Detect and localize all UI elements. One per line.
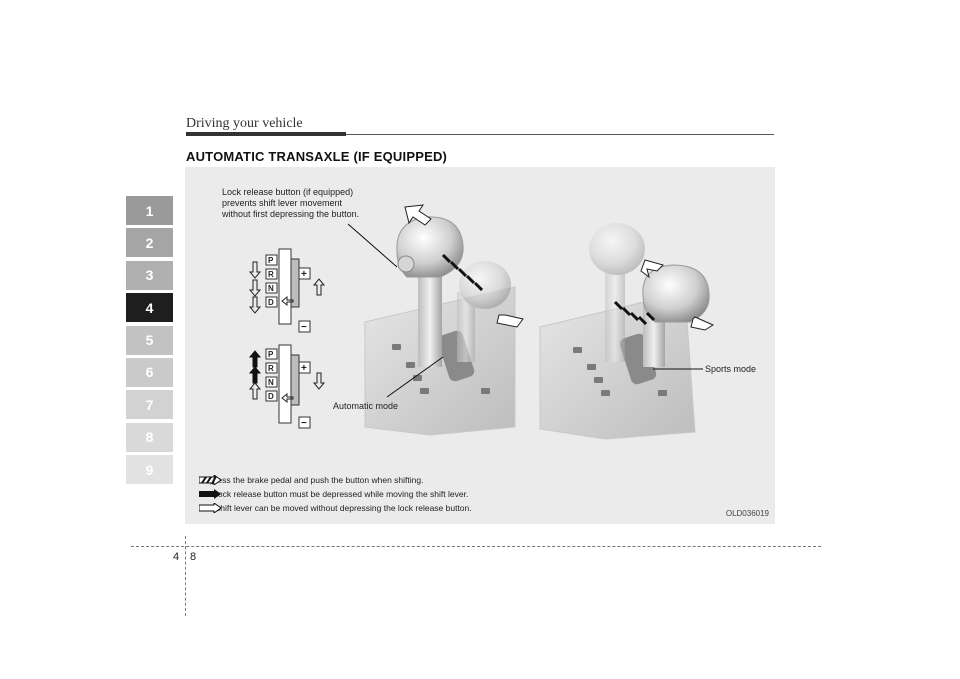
page-number: 8 (190, 551, 197, 563)
plus-sign: + (301, 269, 307, 280)
chapter-tab[interactable]: 5 (126, 325, 173, 355)
arrow-down-icon (312, 372, 326, 390)
arrow-up-solid-icon (248, 350, 262, 368)
lock-release-label: Lock release button (if equipped) preven… (222, 187, 360, 219)
chapter-tab-number: 3 (145, 267, 154, 284)
automatic-callout-line (386, 356, 444, 398)
arrow-up-solid-icon (248, 366, 262, 384)
arrow-up-left (404, 204, 432, 226)
gear-labels-upper: P R N D (265, 254, 278, 308)
chapter-tab[interactable]: 1 (126, 196, 173, 225)
chapter-tab-number: 8 (145, 429, 154, 446)
shift-lever-right (642, 264, 710, 367)
chapter-tab-number: 9 (145, 461, 154, 478)
arrow-left-icon (281, 392, 294, 404)
minus-sign: − (301, 418, 307, 429)
push-indicator-left (441, 253, 484, 292)
hatched-arrow-icon (199, 475, 221, 485)
chapter-tabs: 1 2 3 4 5 6 7 8 9 (126, 196, 174, 488)
arrow-down-icon (248, 261, 262, 279)
shift-pattern-lower: P R N D + − (248, 344, 326, 429)
shift-pattern-upper: P R N D + − (248, 248, 326, 333)
arrow-down-icon (248, 279, 262, 297)
shift-lever-left (396, 216, 464, 367)
chapter-tab-active[interactable]: 4 (126, 293, 173, 323)
arrow-up-icon (312, 278, 326, 296)
arrow-down-right (690, 316, 715, 331)
svg-text:P: P (268, 350, 274, 359)
header-rule-accent (186, 132, 346, 136)
footer-rule (131, 546, 821, 547)
svg-text:D: D (268, 392, 274, 401)
arrow-left-icon (281, 295, 294, 307)
chapter-tab-number: 7 (145, 396, 154, 413)
gear-labels-lower: P R N D (265, 348, 278, 402)
solid-arrow-icon (199, 489, 221, 499)
arrow-up-icon (248, 382, 262, 400)
arrow-down-icon (248, 296, 262, 314)
lock-release-button (397, 255, 415, 273)
legend-row-solid: The lock release button must be depresse… (199, 489, 469, 499)
ghost-lever-left (457, 261, 511, 362)
chapter-tab[interactable]: 9 (126, 455, 173, 485)
chapter-tab-number: 4 (145, 299, 154, 316)
sports-mode-label: Sports mode (705, 364, 757, 374)
plus-sign: + (301, 363, 307, 374)
svg-text:R: R (268, 364, 274, 373)
chapter-tab[interactable]: 7 (126, 390, 173, 420)
svg-text:N: N (268, 378, 274, 387)
shift-lever-figure: P R N D + − P R N D (185, 167, 775, 524)
automatic-mode-label: Automatic mode (333, 401, 399, 411)
svg-text:D: D (268, 298, 274, 307)
chapter-number: 4 (173, 551, 180, 563)
chapter-tab[interactable]: 8 (126, 422, 173, 452)
chapter-tab[interactable]: 2 (126, 228, 173, 258)
shift-lever-illustration: P R N D + − P R N D (248, 204, 715, 440)
console-gear-markers-right (573, 347, 667, 396)
svg-text:N: N (268, 284, 274, 293)
footer-divider (185, 536, 186, 616)
legend-row-outline: The shift lever can be moved without dep… (199, 503, 472, 513)
figure-code: OLD036019 (725, 509, 769, 518)
header-rule (186, 134, 774, 135)
ghost-lever-right (589, 223, 645, 362)
outline-arrow-icon (199, 503, 221, 513)
chapter-tab[interactable]: 3 (126, 260, 173, 290)
arrow-up-right (640, 259, 664, 279)
chapter-tab-number: 5 (145, 332, 154, 349)
svg-text:P: P (268, 256, 274, 265)
svg-text:R: R (268, 270, 274, 279)
chapter-tab-number: 6 (145, 364, 154, 381)
legend-row-hatched: Depress the brake pedal and push the but… (199, 475, 424, 485)
push-indicator-right (613, 300, 656, 326)
chapter-tab-number: 1 (145, 202, 154, 219)
page-heading: AUTOMATIC TRANSAXLE (IF EQUIPPED) (186, 149, 448, 164)
minus-sign: − (301, 322, 307, 333)
lock-callout-line (347, 223, 398, 268)
chapter-tab[interactable]: 6 (126, 357, 173, 387)
section-title: Driving your vehicle (186, 116, 303, 131)
chapter-tab-number: 2 (145, 234, 154, 251)
arrow-down-right-left (496, 314, 524, 328)
